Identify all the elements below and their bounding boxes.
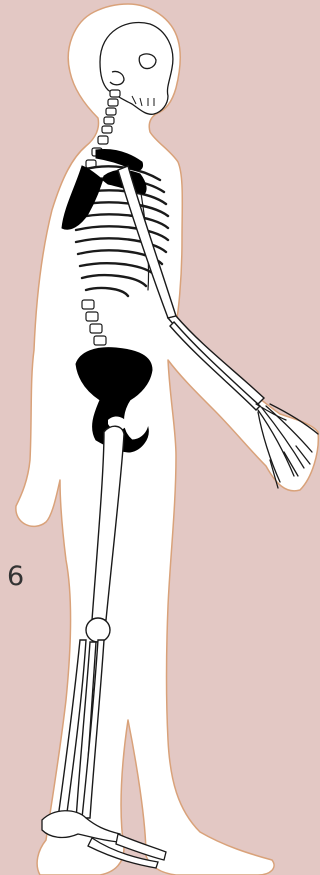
figure-number: 6 bbox=[7, 563, 24, 590]
body-silhouette bbox=[16, 4, 318, 875]
